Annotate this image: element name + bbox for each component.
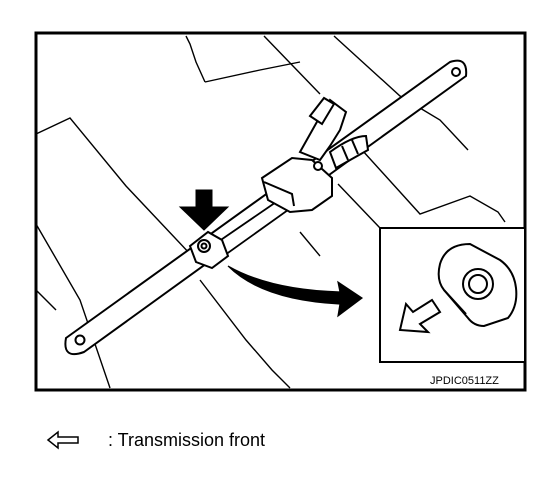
- legend-text: : Transmission front: [108, 430, 265, 450]
- shift-lever-assembly: [260, 96, 370, 214]
- legend-arrow-icon: [46, 430, 79, 450]
- rod-clamp: [188, 230, 230, 270]
- rod-end-hole-left: [74, 334, 86, 346]
- callout-arrow: [227, 265, 364, 318]
- indicator-arrow: [178, 189, 230, 231]
- legend: : Transmission front: [46, 430, 265, 450]
- lever-pin: [313, 161, 323, 171]
- detail-inset: [379, 227, 526, 363]
- transmission-case-outline: [35, 35, 506, 389]
- outline-arrow-left-icon: [398, 298, 442, 334]
- shift-rod: [64, 59, 468, 356]
- figure-code: JPDIC0511ZZ: [430, 375, 499, 387]
- rod-end-hole-right: [451, 67, 461, 77]
- inset-clamp-detail: [437, 242, 518, 328]
